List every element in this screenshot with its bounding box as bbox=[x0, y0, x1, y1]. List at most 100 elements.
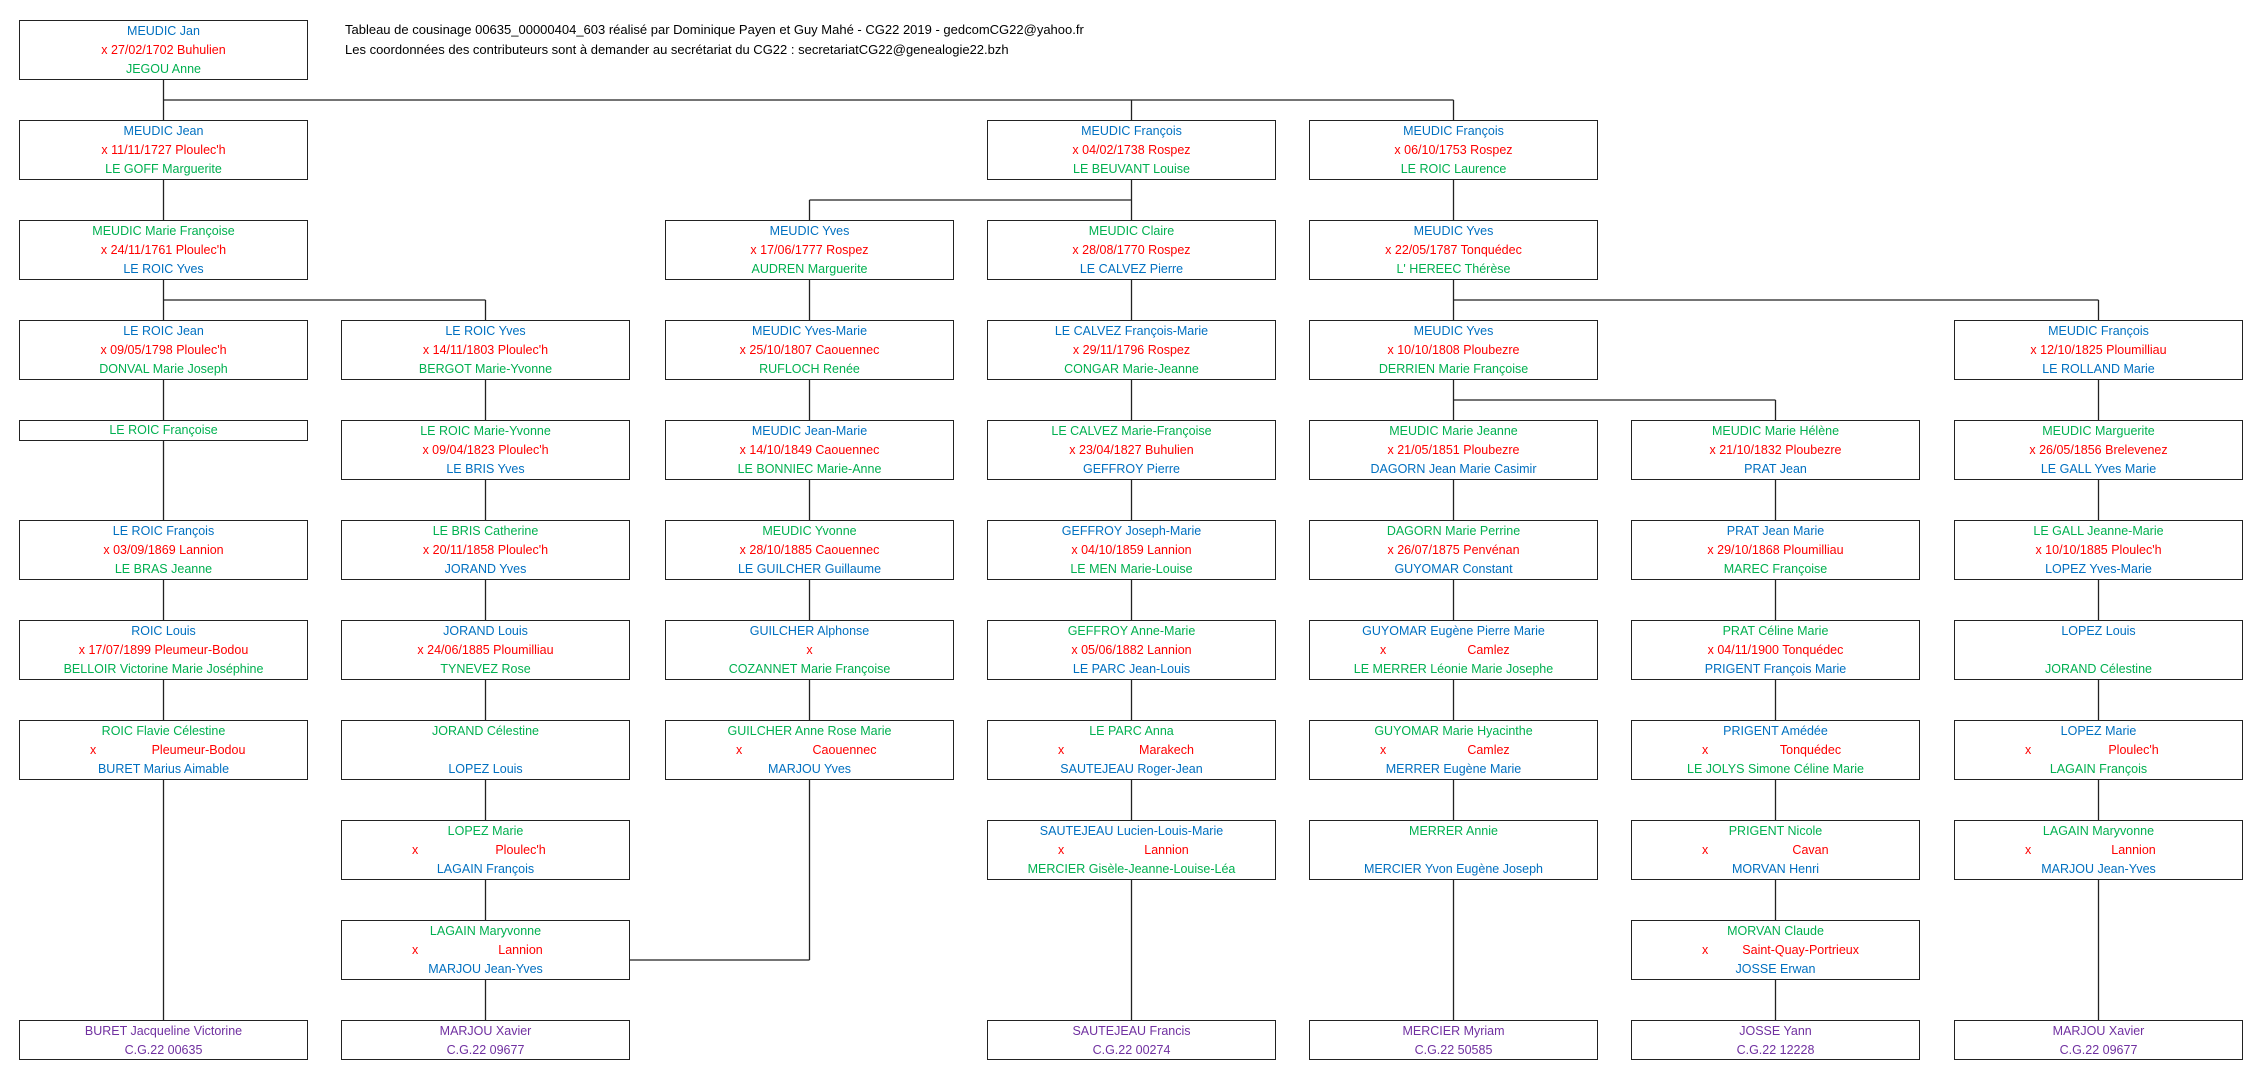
spouse-name: MARJOU Jean-Yves bbox=[2041, 862, 2156, 876]
marriage-info: x 28/10/1885 Caouennec bbox=[739, 543, 880, 557]
marriage-info: x 11/11/1727 Ploulec'h bbox=[101, 143, 226, 157]
person-box: LE ROIC Françoise bbox=[19, 420, 308, 441]
person-name: MEUDIC Yves-Marie bbox=[751, 324, 868, 338]
marriage-info: x 22/05/1787 Tonquédec bbox=[1385, 243, 1522, 257]
marriage-info: x 23/04/1827 Buhulien bbox=[1069, 443, 1194, 457]
spouse-name: SAUTEJEAU Roger-Jean bbox=[1060, 762, 1203, 776]
person-name: LE CALVEZ François-Marie bbox=[1054, 324, 1209, 338]
marriage-info: x Ploulec'h bbox=[1955, 742, 2242, 758]
marriage-mark: x bbox=[1702, 743, 1709, 757]
person-name: MEUDIC Jan bbox=[127, 24, 200, 38]
spouse-name: MARJOU Yves bbox=[767, 762, 852, 776]
marriage-info: x 06/10/1753 Rospez bbox=[1394, 143, 1513, 157]
marriage-info: x 29/11/1796 Rospez bbox=[1072, 343, 1191, 357]
spouse-name: LE BRIS Yves bbox=[446, 462, 525, 476]
spouse-name: LE CALVEZ Pierre bbox=[1079, 262, 1184, 276]
marriage-place: Ploulec'h bbox=[495, 843, 546, 857]
spouse-name: BELLOIR Victorine Marie Joséphine bbox=[63, 662, 264, 676]
marriage-info: x 05/06/1882 Lannion bbox=[1071, 643, 1192, 657]
person-name: GUILCHER Alphonse bbox=[749, 624, 870, 638]
descendant-code: C.G.22 09677 bbox=[2059, 1043, 2138, 1057]
marriage-place: Ploulec'h bbox=[2108, 743, 2159, 757]
descendant-name: JOSSE Yann bbox=[1739, 1024, 1812, 1038]
marriage-info: x 03/09/1869 Lannion bbox=[103, 543, 224, 557]
descendant-code: C.G.22 50585 bbox=[1414, 1043, 1493, 1057]
marriage-place: Lannion bbox=[498, 943, 543, 957]
marriage-mark: x bbox=[736, 743, 743, 757]
person-name: GUYOMAR Eugène Pierre Marie bbox=[1362, 624, 1545, 638]
marriage-place: Cavan bbox=[1792, 843, 1829, 857]
marriage-info: x 09/05/1798 Ploulec'h bbox=[100, 343, 227, 357]
person-name: ROIC Louis bbox=[131, 624, 196, 638]
spouse-name: RUFLOCH Renée bbox=[759, 362, 860, 376]
person-name: MEUDIC Yves bbox=[1413, 324, 1494, 338]
person-name: MEUDIC Marguerite bbox=[2042, 424, 2155, 438]
person-name: SAUTEJEAU Lucien-Louis-Marie bbox=[1039, 824, 1224, 838]
spouse-name: BURET Marius Aimable bbox=[97, 762, 230, 776]
spouse-name: LOPEZ Louis bbox=[448, 762, 523, 776]
person-name: LOPEZ Marie bbox=[447, 824, 524, 838]
spouse-name: DAGORN Jean Marie Casimir bbox=[1370, 462, 1537, 476]
descendant-name: SAUTEJEAU Francis bbox=[1072, 1024, 1191, 1038]
marriage-place: Lannion bbox=[2111, 843, 2156, 857]
marriage-place: Marakech bbox=[1139, 743, 1194, 757]
person-name: LE ROIC Françoise bbox=[109, 423, 218, 437]
person-name: LE ROIC Yves bbox=[445, 324, 526, 338]
marriage-info: x 21/10/1832 Ploubezre bbox=[1709, 443, 1842, 457]
spouse-name: COZANNET Marie Françoise bbox=[728, 662, 891, 676]
spouse-name: CONGAR Marie-Jeanne bbox=[1064, 362, 1199, 376]
person-name: MEUDIC Jean bbox=[123, 124, 204, 138]
spouse-name: JORAND Yves bbox=[444, 562, 527, 576]
person-name: MEUDIC Marie Françoise bbox=[92, 224, 235, 238]
marriage-info: x 14/11/1803 Ploulec'h bbox=[422, 343, 549, 357]
person-box: LE CALVEZ François-Marie x 29/11/1796 Ros… bbox=[987, 320, 1276, 380]
marriage-info: x 04/11/1900 Tonquédec bbox=[1707, 643, 1844, 657]
spouse-name: LE ROIC Laurence bbox=[1400, 162, 1507, 176]
marriage-mark: x bbox=[412, 843, 419, 857]
spouse-name: LE PARC Jean-Louis bbox=[1072, 662, 1191, 676]
marriage-info: x 29/10/1868 Ploumilliau bbox=[1707, 543, 1844, 557]
spouse-name: PRAT Jean bbox=[1744, 462, 1807, 476]
descendant-name: MARJOU Xavier bbox=[439, 1024, 532, 1038]
descendant-code: C.G.22 12228 bbox=[1736, 1043, 1815, 1057]
marriage-mark: x bbox=[412, 943, 419, 957]
marriage-place: Lannion bbox=[1144, 843, 1189, 857]
person-name: MEUDIC Claire bbox=[1088, 224, 1175, 238]
person-name: MEUDIC Marie Hélène bbox=[1711, 424, 1840, 438]
person-name: PRAT Céline Marie bbox=[1722, 624, 1829, 638]
person-name: GEFFROY Anne-Marie bbox=[1067, 624, 1196, 638]
marriage-mark: x bbox=[1702, 943, 1709, 957]
person-name: LE PARC Anna bbox=[1089, 724, 1174, 738]
person-name: DAGORN Marie Perrine bbox=[1386, 524, 1521, 538]
marriage-info: x 27/02/1702 Buhulien bbox=[101, 43, 226, 57]
spouse-name: LE GUILCHER Guillaume bbox=[737, 562, 882, 576]
marriage-info: x 17/06/1777 Rospez bbox=[750, 243, 869, 257]
marriage-mark: x bbox=[2025, 743, 2032, 757]
